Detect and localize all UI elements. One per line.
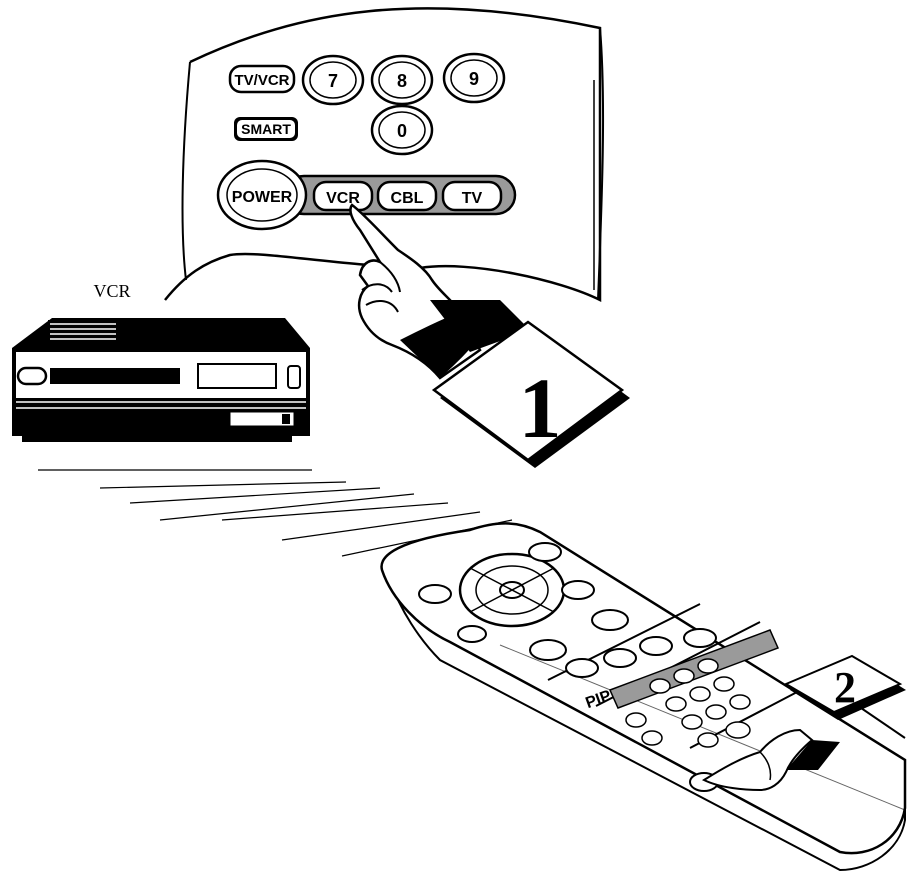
remote-small-button[interactable] (419, 585, 451, 603)
digit-8-label: 8 (397, 71, 407, 91)
step-2-number: 2 (834, 663, 856, 712)
power-button[interactable]: POWER (218, 161, 306, 229)
remote-small-button[interactable] (562, 581, 594, 599)
remote-small-button[interactable] (530, 640, 566, 660)
remote-small-button[interactable] (684, 629, 716, 647)
remote-small-button[interactable] (592, 610, 628, 630)
tv-vcr-label: TV/VCR (234, 72, 289, 89)
tv-mode-label: TV (462, 190, 483, 207)
smart-button[interactable]: SMART (234, 117, 298, 141)
remote-small-button[interactable] (640, 637, 672, 655)
smart-label: SMART (241, 121, 291, 137)
power-label: POWER (232, 189, 293, 206)
remote-small-button[interactable] (566, 659, 598, 677)
digit-0-label: 0 (397, 121, 407, 141)
vcr-caption: VCR (93, 281, 130, 301)
vcr-mode-label: VCR (326, 190, 360, 207)
nav-ring[interactable] (460, 554, 564, 626)
digit-9-button[interactable]: 9 (444, 54, 504, 102)
vcr-vent-grille (48, 320, 118, 346)
remote-small-button[interactable] (529, 543, 561, 561)
digit-7-button[interactable]: 7 (303, 56, 363, 104)
digit-7-label: 7 (328, 71, 338, 91)
remote-small-button[interactable] (458, 626, 486, 642)
digit-0-button[interactable]: 0 (372, 106, 432, 154)
vcr-unit (12, 318, 310, 442)
tv-mode-button[interactable]: TV (443, 182, 501, 210)
remote-small-button[interactable] (604, 649, 636, 667)
cbl-mode-label: CBL (391, 190, 424, 207)
cbl-mode-button[interactable]: CBL (378, 182, 436, 210)
digit-8-button[interactable]: 8 (372, 56, 432, 104)
tv-vcr-button[interactable]: TV/VCR (230, 66, 294, 92)
step-1-number: 1 (519, 360, 562, 456)
vcr-mode-button[interactable]: VCR (314, 182, 372, 210)
digit-9-label: 9 (469, 69, 479, 89)
